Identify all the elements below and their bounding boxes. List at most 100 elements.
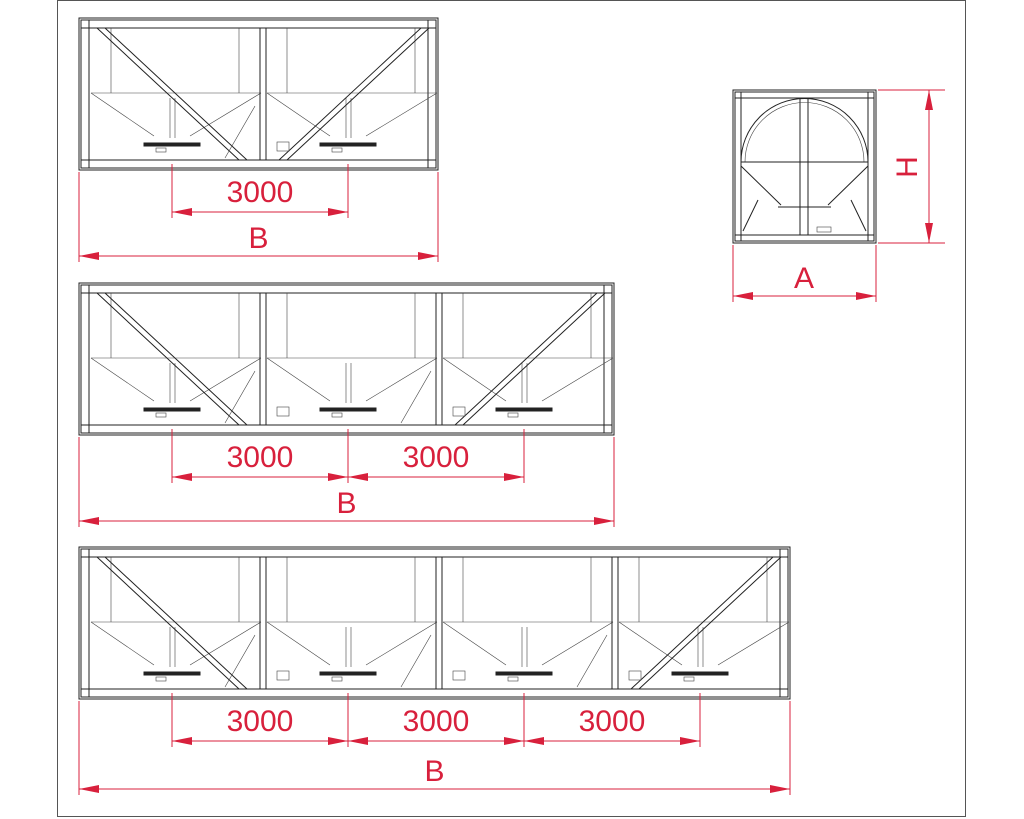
hopper-cone (442, 621, 507, 666)
tank-shell-inner (744, 102, 865, 163)
dimension-arrow (524, 737, 544, 745)
bottom-rail (734, 234, 875, 242)
dimension-label: B (336, 487, 356, 520)
bottom-rail (80, 688, 789, 698)
dimension-arrow (172, 473, 192, 481)
dimension-arrow (328, 473, 348, 481)
corner-post (80, 284, 90, 434)
dimension-arrow (79, 252, 99, 260)
container-frame (78, 17, 439, 171)
dimension-label: 3000 (227, 705, 294, 738)
corner-casting (80, 688, 90, 698)
corner-casting (80, 159, 90, 169)
corner-casting (80, 19, 90, 29)
dimension-arrow (925, 90, 933, 110)
corner-post (734, 91, 742, 242)
height-dimension-label: H (891, 156, 924, 178)
valve (683, 676, 695, 682)
dimension-arrow (348, 473, 368, 481)
dimension-label: B (248, 222, 268, 255)
end-frame (732, 89, 877, 244)
hopper-cone (189, 357, 262, 402)
corner-casting (80, 548, 90, 558)
cross-brace (224, 634, 256, 688)
cross-brace (400, 634, 432, 688)
corner-post (80, 19, 90, 169)
container-frame (78, 282, 615, 436)
discharge-flange (319, 671, 377, 676)
top-rail (80, 284, 613, 294)
dimension-label: 3000 (403, 705, 470, 738)
dimension-arrow (328, 737, 348, 745)
hopper-cone (189, 621, 262, 666)
valve (331, 412, 343, 418)
corner-casting (80, 424, 90, 434)
hopper-cone (827, 165, 869, 206)
valve (507, 676, 519, 682)
cross-brace (224, 105, 256, 159)
diagonal-brace (277, 27, 431, 161)
hopper-cone (442, 357, 507, 402)
dimension-arrow (594, 517, 614, 525)
hopper-cone (90, 92, 155, 137)
tank-shell (740, 98, 869, 163)
valve (155, 676, 167, 682)
access-hatch (452, 406, 466, 417)
corner-casting (80, 284, 90, 294)
dimension-arrow (680, 737, 700, 745)
hopper-cone (266, 621, 331, 666)
hopper-cone (365, 357, 438, 402)
hopper-cone (717, 621, 790, 666)
discharge-flange (319, 407, 377, 412)
valve (507, 412, 519, 418)
diagonal-brace (95, 292, 249, 426)
corner-casting (427, 159, 437, 169)
dimension-arrow (328, 208, 348, 216)
diagonal-brace (95, 27, 249, 161)
corner-post (80, 548, 90, 698)
dimension-label: B (424, 755, 444, 788)
hopper-cone (740, 165, 782, 206)
bottom-rail (80, 159, 437, 169)
dimension-arrow (79, 785, 99, 793)
end-view: HA (732, 89, 945, 302)
top-rail (80, 548, 789, 558)
discharge-flange (495, 671, 553, 676)
bay-post (259, 27, 267, 161)
dimension-arrow (856, 292, 876, 300)
discharge-flange (143, 671, 201, 676)
hopper-cone (541, 357, 614, 402)
access-hatch (276, 670, 290, 681)
bottom-rail (80, 424, 613, 434)
dimension-label: 3000 (403, 441, 470, 474)
bay-post (435, 556, 443, 690)
discharge-flange (143, 407, 201, 412)
dimension-arrow (172, 737, 192, 745)
corner-casting (427, 19, 437, 29)
leg-brace (742, 199, 759, 232)
hopper-cone (90, 357, 155, 402)
valve (816, 226, 832, 233)
corner-casting (603, 284, 613, 294)
access-hatch (276, 406, 290, 417)
width-dimension-label: A (794, 262, 814, 295)
diagonal-brace (453, 292, 607, 426)
access-hatch (628, 670, 642, 681)
bay-post (611, 556, 619, 690)
hopper-cone (365, 92, 438, 137)
discharge-flange (495, 407, 553, 412)
valve (331, 676, 343, 682)
dimension-arrow (504, 473, 524, 481)
valve (155, 147, 167, 153)
dimension-arrow (770, 785, 790, 793)
dimension-arrow (925, 223, 933, 243)
corner-casting (779, 548, 789, 558)
discharge-flange (671, 671, 729, 676)
cross-brace (400, 370, 432, 424)
hopper-cone (618, 621, 683, 666)
bay-post (435, 292, 443, 426)
top-rail (734, 91, 875, 99)
